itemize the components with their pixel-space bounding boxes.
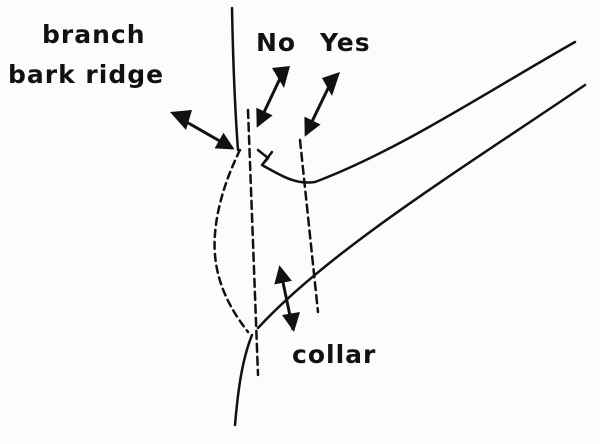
- label-branch: branch: [42, 20, 146, 49]
- label-yes: Yes: [320, 28, 371, 57]
- collar-curve: [213, 148, 250, 334]
- branch-upper-edge: [260, 40, 577, 184]
- label-collar: collar: [292, 340, 377, 369]
- trunk-line-lower: [233, 333, 254, 427]
- branch-bark-ridge-mark: [256, 148, 274, 166]
- arrow-tail-no: [272, 66, 290, 88]
- label-no: No: [256, 28, 297, 57]
- label-bark-ridge: bark ridge: [8, 60, 165, 89]
- trunk-line-upper: [230, 6, 240, 152]
- cut-line-yes: [298, 138, 320, 314]
- cut-line-no: [246, 108, 260, 377]
- arrow-tail-branch-bark-ridge: [170, 110, 192, 130]
- arrow-tail-yes: [322, 72, 340, 96]
- branch-lower-edge: [256, 83, 587, 330]
- arrow-tail-collar: [282, 312, 300, 332]
